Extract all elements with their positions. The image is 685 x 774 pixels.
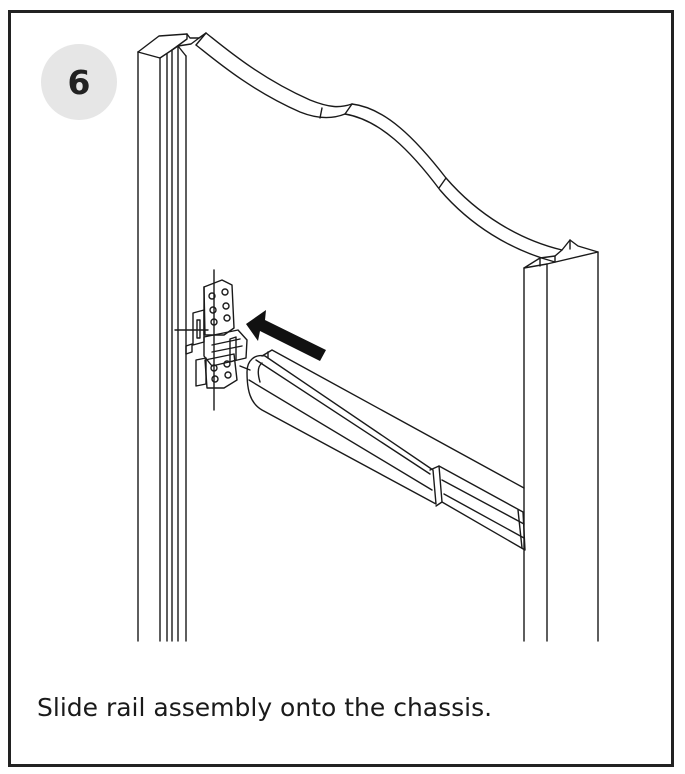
instruction-caption: Slide rail assembly onto the chassis. xyxy=(37,693,493,722)
chassis-bracket xyxy=(174,269,248,411)
door-leaf-top-profile xyxy=(195,32,563,263)
step-number-badge: 6 xyxy=(41,44,117,120)
push-rail-assembly xyxy=(239,349,526,551)
right-door-stile xyxy=(523,239,599,642)
step-number: 6 xyxy=(67,62,91,102)
left-door-jamb xyxy=(137,32,207,642)
arrow-left-up-icon xyxy=(246,310,326,361)
